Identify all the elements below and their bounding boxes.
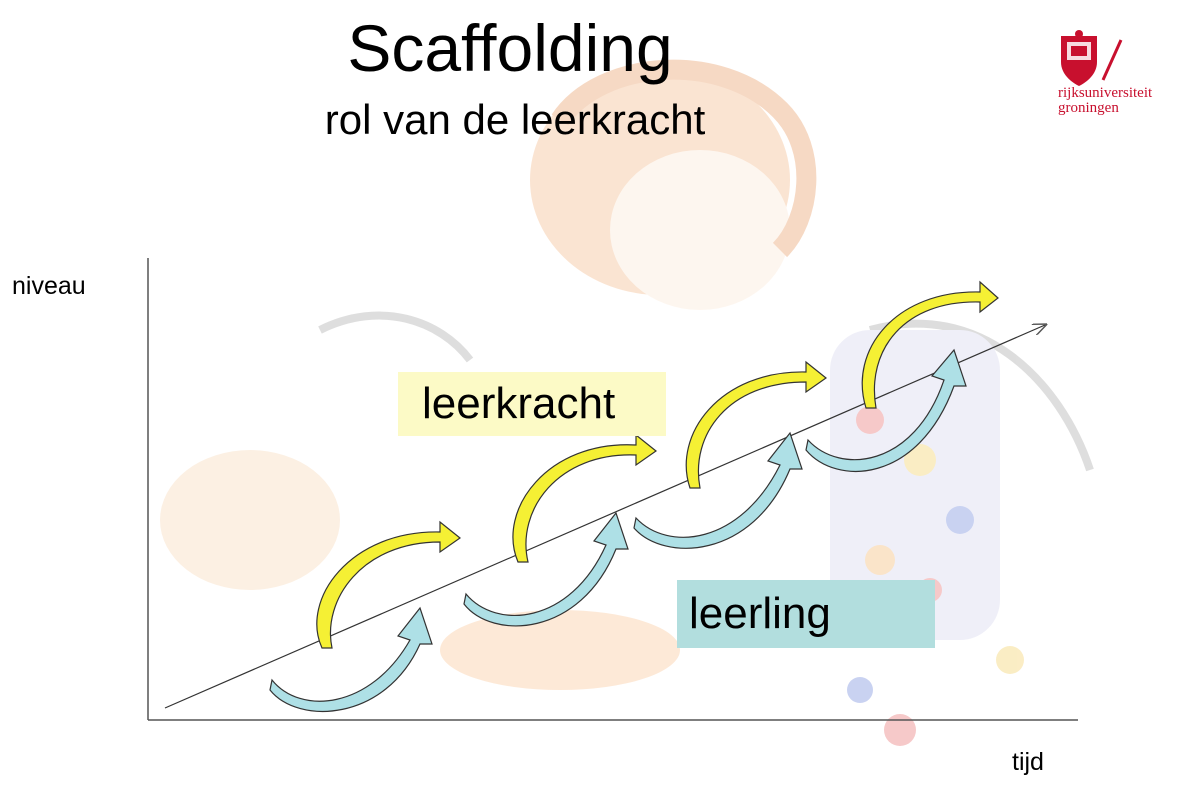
scaffold-cycle-1 (269, 520, 462, 712)
student-arrow-4 (805, 348, 967, 473)
scaffold-cycle-4 (805, 280, 999, 473)
student-label: leerling (689, 589, 831, 638)
slide-title: Scaffolding (347, 11, 673, 85)
university-logo-text: rijksuniversiteit groningen (1058, 85, 1153, 116)
student-arrow-3 (633, 431, 803, 549)
growth-line (164, 325, 1045, 709)
student-label-box: leerling (677, 580, 935, 648)
student-arrow-2 (463, 511, 629, 627)
university-crest-icon (1061, 30, 1123, 86)
teacher-arrow-1 (316, 520, 462, 649)
teacher-label: leerkracht (422, 379, 616, 428)
teacher-arrow-3 (685, 360, 828, 489)
teacher-label-box: leerkracht (398, 372, 666, 436)
teacher-arrow-2 (512, 433, 658, 563)
scaffold-cycle-2 (463, 433, 658, 627)
teacher-arrow-4 (861, 280, 999, 409)
x-axis-label: tijd (1012, 748, 1044, 776)
scaffold-cycle-3 (633, 360, 828, 549)
slide-subtitle: rol van de leerkracht (324, 96, 706, 143)
y-axis-label: niveau (12, 272, 86, 300)
student-arrow-1 (269, 606, 433, 712)
